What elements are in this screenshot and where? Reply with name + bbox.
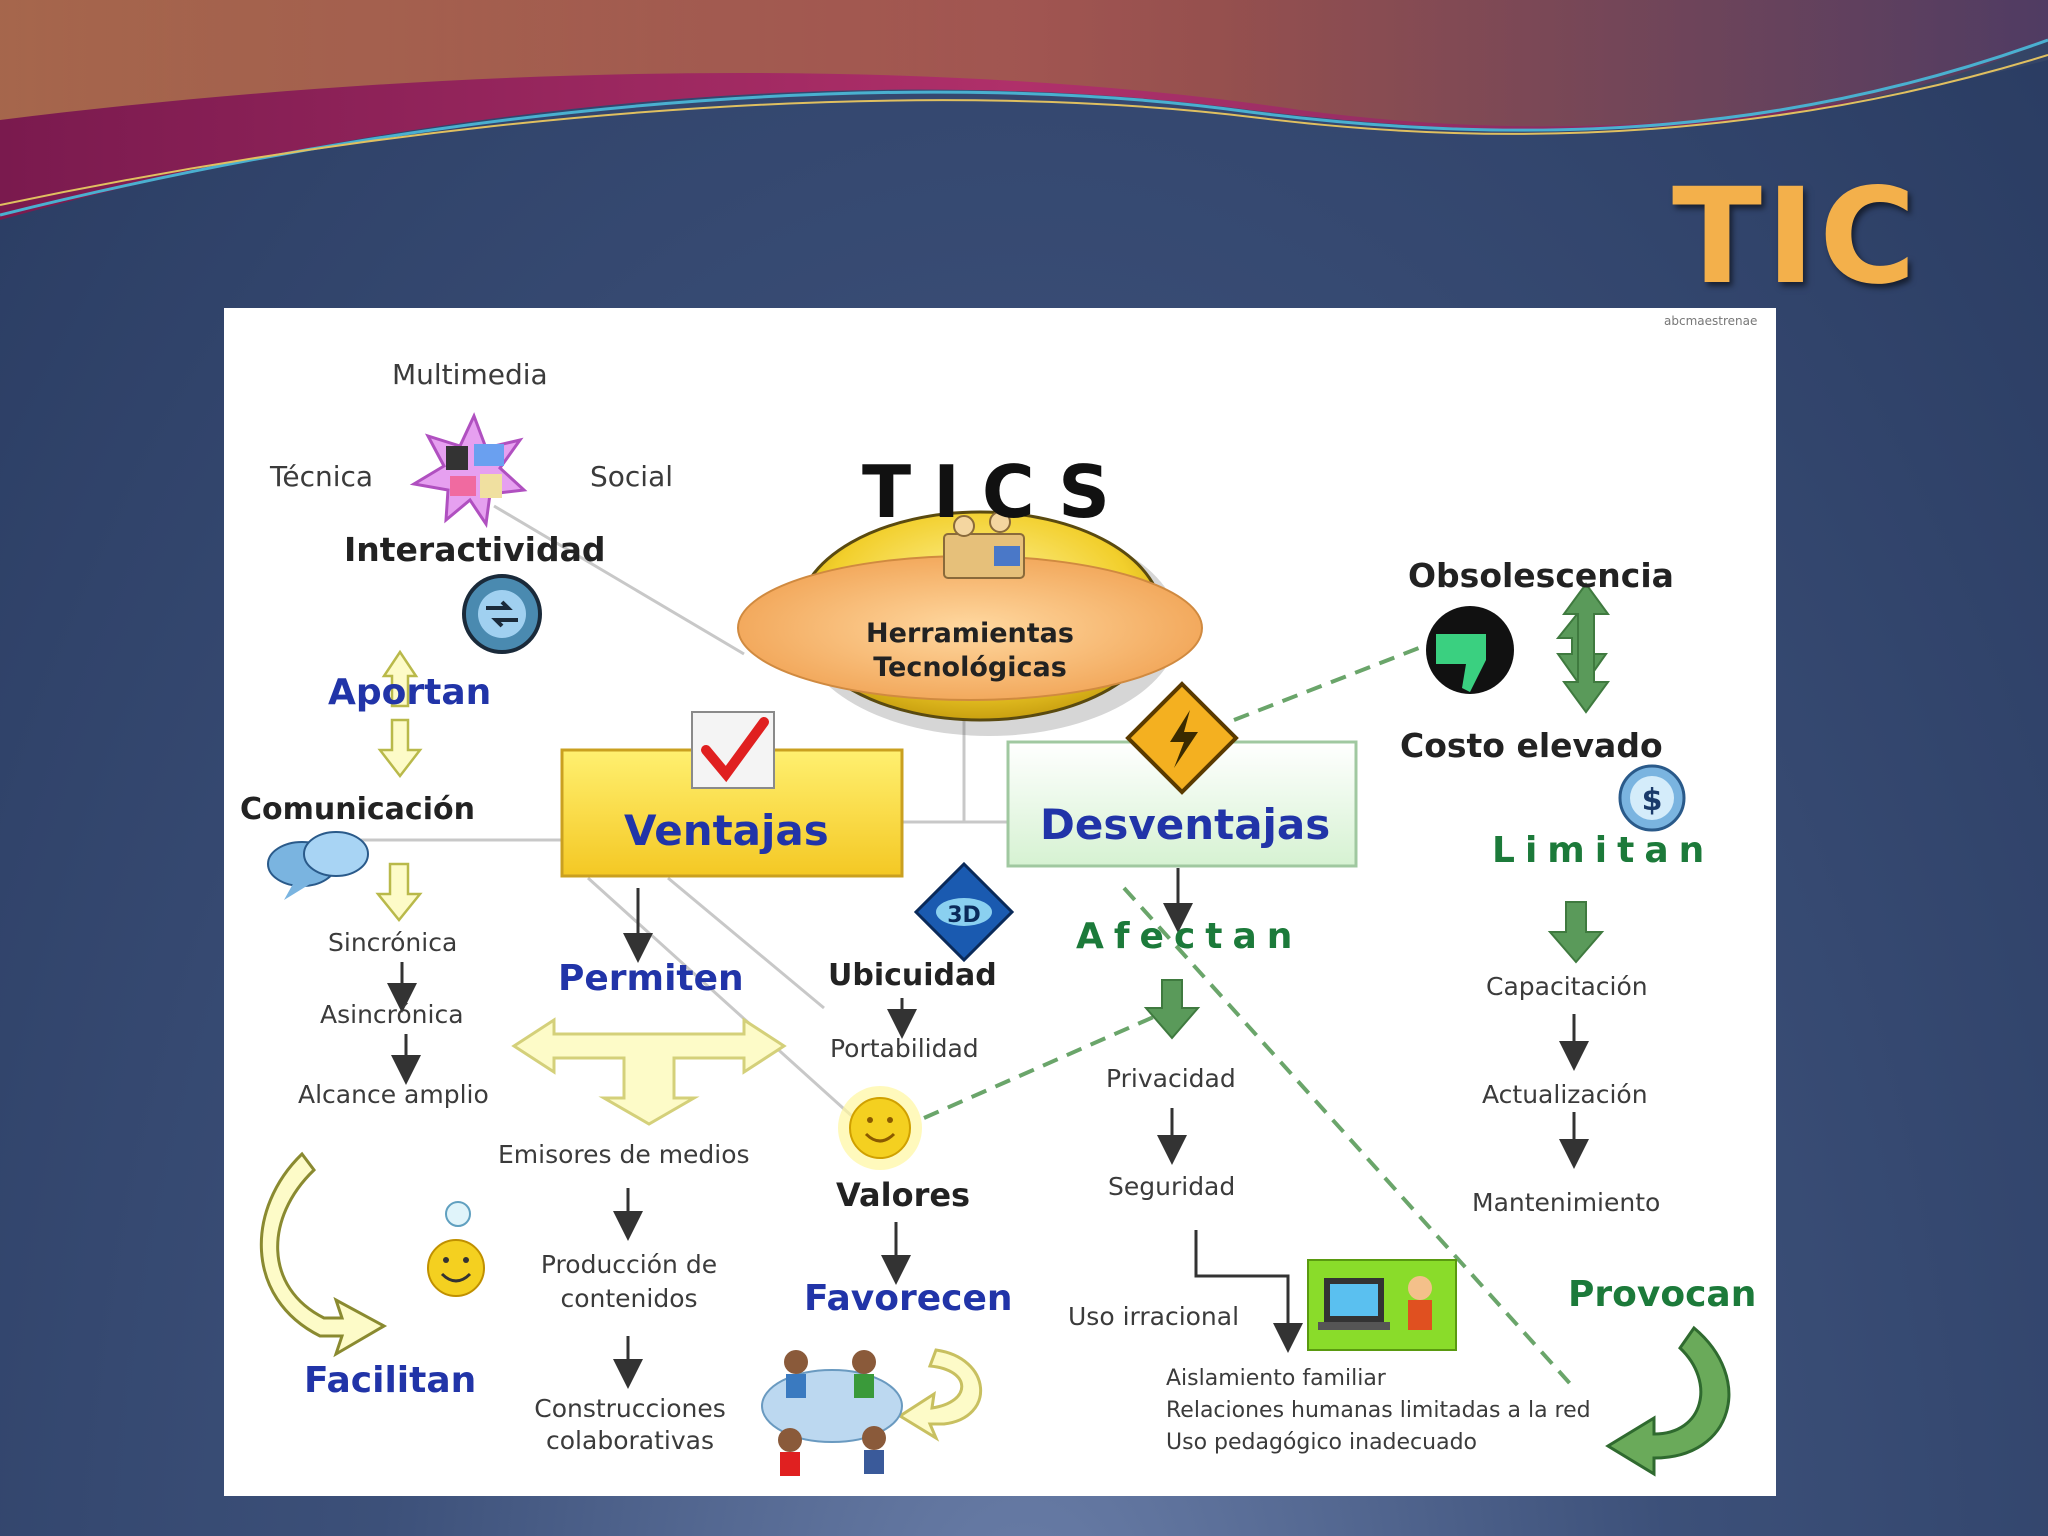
produccion-line1: Producción de	[540, 1250, 718, 1279]
emisores-label: Emisores de medios	[498, 1140, 750, 1169]
warning-diamond-icon	[1125, 681, 1239, 795]
uso-irracional-label: Uso irracional	[1068, 1302, 1240, 1331]
favorecen-curved-arrow	[897, 1348, 982, 1442]
slide-title: TIC	[1671, 160, 1920, 314]
herramientas-line1: Herramientas	[866, 618, 1074, 649]
obsolescencia-label: Obsolescencia	[1408, 556, 1674, 595]
produccion-line2: contenidos	[560, 1284, 698, 1313]
privacidad-label: Privacidad	[1106, 1064, 1236, 1093]
consecuencia-1: Aislamiento familiar	[1166, 1366, 1386, 1391]
tools-people-icon	[943, 511, 1025, 579]
multimedia-star-icon	[409, 412, 528, 529]
seguridad-label: Seguridad	[1108, 1172, 1236, 1201]
valores-label: Valores	[836, 1176, 971, 1214]
tecnica-label: Técnica	[270, 460, 374, 493]
interactividad-label: Interactividad	[344, 530, 606, 569]
afectan-label: Afectan	[1076, 916, 1303, 957]
portabilidad-label: Portabilidad	[830, 1034, 979, 1063]
asincronica-label: Asincrónica	[320, 1000, 464, 1029]
construcciones-line2: colaborativas	[546, 1426, 714, 1455]
mantenimiento-label: Mantenimiento	[1472, 1188, 1661, 1217]
aportan-label: Aportan	[328, 672, 492, 713]
svg-text:3D: 3D	[947, 903, 981, 928]
actualizacion-label: Actualización	[1482, 1080, 1648, 1109]
svg-text:$: $	[1642, 783, 1663, 818]
checkmark-icon	[691, 711, 775, 789]
concept-map-graphics: $ 3D	[260, 412, 1731, 1477]
ubicuidad-label: Ubicuidad	[828, 958, 997, 993]
thumbs-down-icon	[1426, 606, 1514, 694]
permiten-label: Permiten	[558, 958, 744, 999]
alcance-amplio-label: Alcance amplio	[298, 1080, 489, 1109]
facilitan-label: Facilitan	[304, 1360, 477, 1401]
dollar-icon: $	[1618, 764, 1686, 832]
smiley-lightbulb-icon	[427, 1201, 485, 1297]
multimedia-label: Multimedia	[392, 358, 548, 391]
limitan-label: Limitan	[1492, 830, 1715, 871]
people-group-icon	[761, 1350, 903, 1476]
provocan-label: Provocan	[1568, 1274, 1757, 1315]
yellow-block-arrows	[375, 649, 423, 922]
permiten-arrow	[511, 1017, 787, 1126]
header-wave	[0, 0, 2048, 220]
dashed-connectors	[923, 644, 1576, 1390]
favorecen-label: Favorecen	[804, 1278, 1013, 1319]
comunicacion-label: Comunicación	[240, 792, 475, 827]
interactivity-globe-icon	[462, 574, 542, 654]
tics-title: TICS	[862, 450, 1132, 534]
construcciones-line1: Construcciones	[534, 1394, 726, 1423]
facilitan-curved-arrow	[260, 1151, 388, 1358]
sun-smiley-icon	[838, 1086, 922, 1170]
consecuencia-3: Uso pedagógico inadecuado	[1166, 1430, 1477, 1455]
arrows	[387, 868, 1589, 1389]
consecuencia-2: Relaciones humanas limitadas a la red	[1166, 1398, 1591, 1423]
capacitacion-label: Capacitación	[1486, 972, 1648, 1001]
costo-elevado-label: Costo elevado	[1400, 726, 1663, 765]
provocan-curved-arrow	[1605, 1325, 1731, 1477]
speech-bubbles-icon	[267, 831, 369, 900]
ventajas-label: Ventajas	[624, 806, 829, 855]
social-label: Social	[590, 460, 674, 493]
herramientas-line2: Tecnológicas	[873, 652, 1067, 683]
sincronica-label: Sincrónica	[328, 928, 458, 957]
desventajas-label: Desventajas	[1040, 800, 1331, 849]
watermark: abcmaestrenae	[1664, 314, 1758, 328]
3d-diamond-icon: 3D	[913, 861, 1015, 963]
computer-kid-icon	[1307, 1259, 1457, 1351]
concept-map: $ 3D	[224, 308, 1776, 1496]
